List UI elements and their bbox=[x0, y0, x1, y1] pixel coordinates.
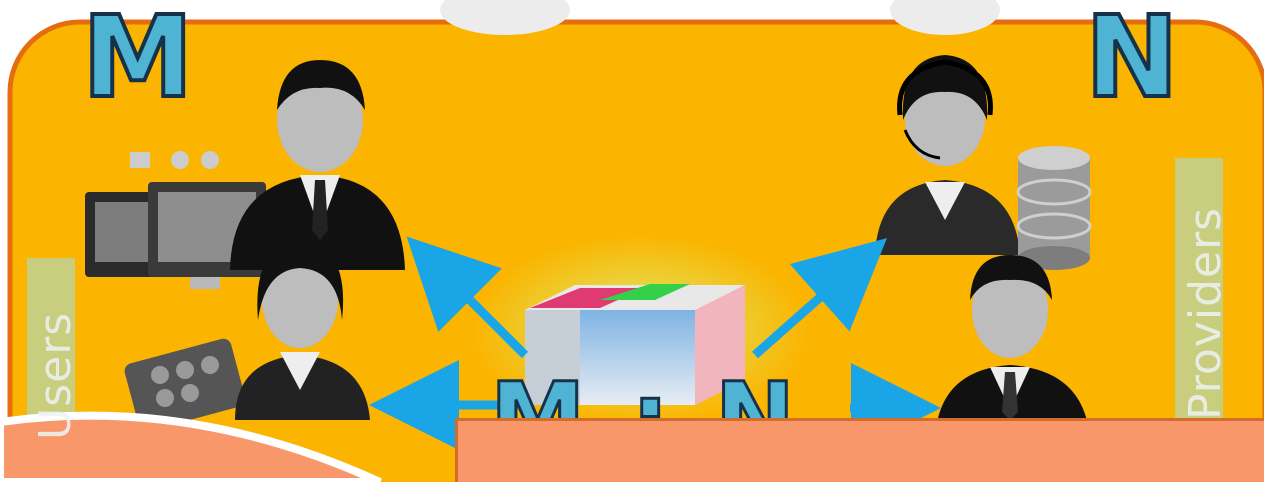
users-label: Users bbox=[30, 290, 81, 440]
database-icon bbox=[1018, 146, 1090, 270]
overlay-panel bbox=[455, 418, 1264, 482]
n-letter: N bbox=[1085, 2, 1179, 114]
providers-label: Providers bbox=[1180, 190, 1231, 420]
os-logos-icon bbox=[130, 151, 219, 169]
m-letter: M bbox=[82, 2, 193, 114]
